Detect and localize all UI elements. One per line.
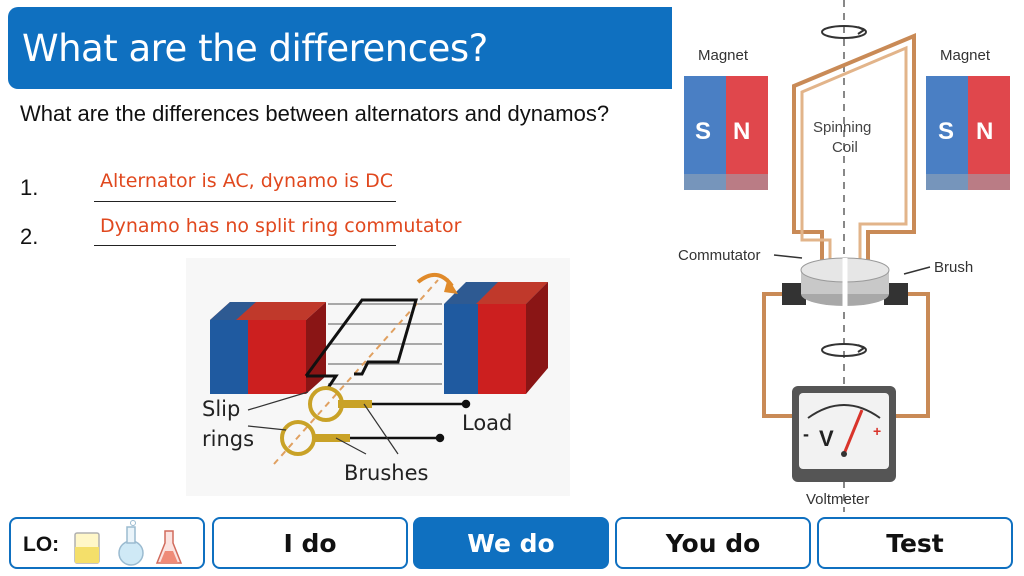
commutator-label: Commutator (678, 247, 761, 264)
magnet-left: S N (684, 76, 768, 190)
dynamo-diagram: Magnet Magnet S N S N Spinning Coil Comm… (678, 0, 1010, 512)
item-number-2: 2. (20, 224, 39, 249)
coil-label-line1: Spinning (813, 119, 871, 136)
load-label: Load (462, 411, 512, 435)
lo-label: LO: (23, 533, 60, 556)
commutator (782, 257, 908, 306)
brushes-label: Brushes (344, 461, 428, 485)
alternator-magnet-left (210, 302, 326, 394)
slip-label-line1: Slip (202, 397, 240, 421)
pole-s-left: S (695, 118, 711, 145)
answer-line-2 (94, 245, 396, 246)
meter-plus: + (873, 423, 881, 439)
pole-n-right: N (976, 118, 993, 145)
we-do-button[interactable]: We do (413, 517, 609, 569)
page-title: What are the differences? (22, 27, 488, 70)
voltmeter: - V + (792, 386, 896, 482)
circuit-wires (762, 292, 930, 418)
voltmeter-label: Voltmeter (806, 491, 869, 508)
brushes-shape (312, 400, 372, 442)
test-button[interactable]: Test (817, 517, 1013, 569)
brush-label: Brush (934, 259, 973, 276)
rotation-axis (273, 279, 439, 465)
alternator-diagram: Slip rings Load Brushes (186, 258, 570, 496)
answer-2: Dynamo has no split ring commutator (100, 215, 462, 237)
answer-line-1 (94, 201, 396, 202)
alternator-magnet-right (444, 282, 548, 394)
answer-1: Alternator is AC, dynamo is DC (100, 170, 394, 192)
meter-v: V (819, 426, 834, 451)
load-wires (350, 399, 471, 443)
lo-box: LO: (9, 517, 205, 569)
spinning-coil (792, 33, 916, 268)
alternator-coil (304, 298, 418, 377)
item-number-1: 1. (20, 175, 39, 200)
meter-minus: - (803, 424, 809, 444)
i-do-button[interactable]: I do (212, 517, 408, 569)
you-do-button[interactable]: You do (615, 517, 811, 569)
lab-flasks-icon (74, 520, 183, 566)
pole-n-left: N (733, 118, 750, 145)
question-text: What are the differences between alterna… (20, 101, 610, 126)
rotation-arrow-icon (821, 25, 867, 39)
slip-label-line2: rings (202, 427, 254, 451)
rotation-arrow-icon (821, 343, 867, 357)
title-bar: What are the differences? (8, 7, 672, 89)
field-lines (328, 303, 442, 385)
magnet-right-label: Magnet (940, 47, 991, 64)
coil-label-line2: Coil (832, 139, 858, 156)
pole-s-right: S (938, 118, 954, 145)
magnet-left-label: Magnet (698, 47, 749, 64)
magnet-right: S N (926, 76, 1010, 190)
